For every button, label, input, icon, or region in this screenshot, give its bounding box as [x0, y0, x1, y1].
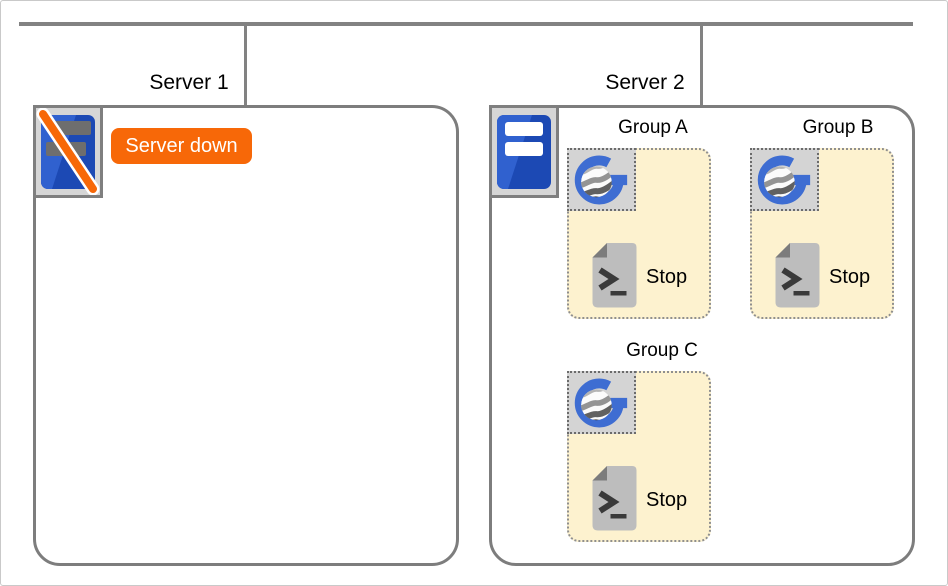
shell-script-icon: [592, 466, 637, 531]
group-a-label: Group A: [618, 117, 688, 138]
globe-g-logo-icon: [750, 148, 819, 211]
group-b-label: Group B: [802, 117, 874, 138]
group-c-action-label: Stop: [646, 489, 688, 511]
shell-script-icon: [592, 243, 637, 308]
network-bus-line: [19, 22, 913, 26]
server-down-badge: Server down: [111, 128, 252, 164]
server2-connector-line: [700, 26, 703, 105]
group-c-box: Stop: [567, 371, 711, 542]
group-a-action-label: Stop: [646, 266, 688, 288]
globe-g-logo-icon: [567, 371, 636, 434]
server1-connector-line: [244, 26, 247, 105]
server-down-icon: [33, 105, 103, 198]
globe-g-logo-icon: [567, 148, 636, 211]
server2-label: Server 2: [605, 71, 685, 94]
server-icon: [489, 105, 559, 198]
group-c-label: Group C: [626, 340, 698, 361]
group-b-box: Stop: [750, 148, 894, 319]
server1-label: Server 1: [149, 71, 229, 94]
server1-box: [33, 105, 459, 566]
group-a-box: Stop: [567, 148, 711, 319]
shell-script-icon: [775, 243, 820, 308]
group-b-action-label: Stop: [829, 266, 871, 288]
